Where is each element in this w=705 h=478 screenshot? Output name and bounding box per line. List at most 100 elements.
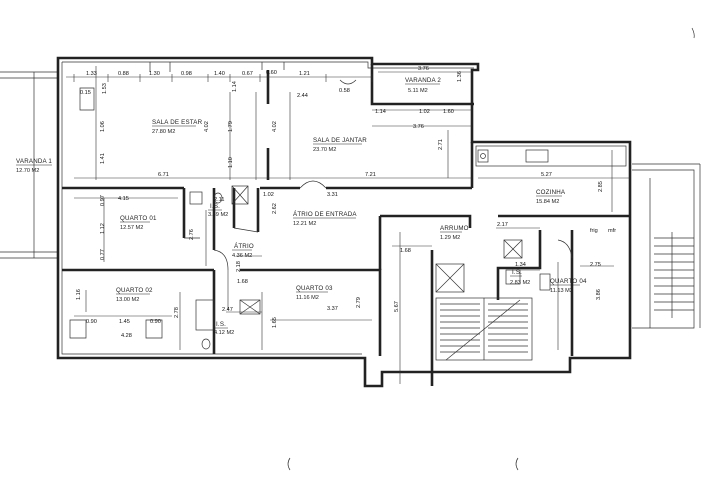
dim-1.68-a: 1.68 bbox=[400, 248, 411, 254]
dim-1.16: 1.16 bbox=[76, 289, 82, 300]
dim-1.60: 1.60 bbox=[443, 109, 454, 115]
quarto03-name: QUARTO 03 bbox=[296, 285, 333, 292]
dim-0.90-b: 0.90 bbox=[150, 319, 161, 325]
dim-5.27: 5.27 bbox=[541, 172, 552, 178]
dim-3.86: 3.86 bbox=[596, 289, 602, 300]
dim-1.36: 1.36 bbox=[457, 71, 463, 82]
varanda1-name: VARANDA 1 bbox=[16, 158, 52, 165]
dim-1.40: 1.40 bbox=[214, 71, 225, 77]
dim-2.78: 2.78 bbox=[174, 307, 180, 318]
dim-3.31: 3.31 bbox=[327, 192, 338, 198]
dim-2.76: 2.76 bbox=[189, 229, 195, 240]
dim-1.41: 1.41 bbox=[100, 153, 106, 164]
dim-2.11: 2.11 bbox=[214, 197, 224, 203]
atrio-area: 4.36 M2 bbox=[232, 253, 252, 259]
mfr-label: mfr bbox=[608, 228, 616, 234]
sala-estar-name: SALA DE ESTAR bbox=[152, 119, 203, 126]
dim-3.37: 3.37 bbox=[327, 306, 338, 312]
dim-4.15: 4.15 bbox=[118, 196, 129, 202]
dim-0.58: 0.58 bbox=[339, 88, 350, 94]
quarto02-area: 13.00 M2 bbox=[116, 297, 139, 303]
arrumo-name: ARRUMO bbox=[440, 225, 469, 232]
dim-0.88: 0.88 bbox=[118, 71, 129, 77]
dim-2.71: 2.71 bbox=[438, 139, 444, 150]
frig-label: frig bbox=[590, 228, 598, 234]
dim-1.68-b: 1.68 bbox=[237, 279, 248, 285]
exterior-stair bbox=[632, 163, 701, 329]
dim-0.90-a: 0.90 bbox=[86, 319, 97, 325]
is1-name: I.S. bbox=[210, 203, 220, 210]
dim-3.76-mid: 3.76 bbox=[413, 124, 424, 130]
dim-0.67: 0.67 bbox=[242, 71, 253, 77]
sala-jantar-area: 23.70 M2 bbox=[313, 147, 336, 153]
is2-name: I.S. bbox=[216, 321, 226, 328]
atrio-entrada-area: 12.21 M2 bbox=[293, 221, 316, 227]
dim-4.02-a: 4.02 bbox=[204, 121, 210, 132]
dim-2.79: 2.79 bbox=[356, 297, 362, 308]
bottom-mark-left bbox=[287, 457, 291, 471]
dim-0.98: 0.98 bbox=[181, 71, 192, 77]
dim-1.45: 1.45 bbox=[119, 319, 130, 325]
dim-1.14-b: 1.14 bbox=[375, 109, 386, 115]
atrio-name: ÁTRIO bbox=[234, 243, 254, 250]
dim-4.28: 4.28 bbox=[121, 333, 132, 339]
kitchen-counter bbox=[475, 145, 627, 167]
dim-1.65: 1.65 bbox=[272, 317, 278, 328]
dim-1.02-a: 1.02 bbox=[419, 109, 430, 115]
openings bbox=[69, 62, 573, 339]
atrio-entrada-name: ÁTRIO DE ENTRADA bbox=[293, 211, 357, 218]
dim-5.67: 5.67 bbox=[394, 301, 400, 312]
arrumo-area: 1.29 M2 bbox=[440, 235, 460, 241]
room-labels: VARANDA 1 12.70 M2 VARANDA 2 5.11 M2 SAL… bbox=[16, 77, 616, 336]
sala-jantar-name: SALA DE JANTAR bbox=[313, 137, 367, 144]
dim-1.02-b: 1.02 bbox=[263, 192, 274, 198]
dim-1.14-a: 1.14 bbox=[232, 81, 238, 92]
dim-2.17: 2.17 bbox=[497, 222, 508, 228]
varanda2-name: VARANDA 2 bbox=[405, 77, 441, 84]
quarto01-area: 12.57 M2 bbox=[120, 225, 143, 231]
quarto04-area: 11.13 M2 bbox=[550, 288, 573, 294]
bottom-mark-right bbox=[515, 457, 519, 471]
dim-2.44: 2.44 bbox=[297, 93, 308, 99]
dim-1.12: 1.12 bbox=[100, 223, 106, 234]
cozinha-area: 15.84 M2 bbox=[536, 199, 559, 205]
shafts bbox=[231, 185, 523, 315]
dim-2.62: 2.62 bbox=[272, 203, 278, 214]
sala-estar-area: 27.80 M2 bbox=[152, 129, 175, 135]
dim-0.97: 0.97 bbox=[100, 195, 106, 206]
is1-area: 3.39 M2 bbox=[208, 212, 228, 218]
bathroom-fixtures bbox=[189, 191, 551, 350]
dim-0.77: 0.77 bbox=[100, 249, 106, 260]
dim-2.85: 2.85 bbox=[598, 181, 604, 192]
is3-name: I.S. bbox=[512, 269, 522, 276]
is3-area: 2.83 M2 bbox=[510, 280, 530, 286]
dim-1.06: 1.06 bbox=[100, 121, 106, 132]
quarto01-name: QUARTO 01 bbox=[120, 215, 157, 222]
dim-1.10: 1.10 bbox=[228, 157, 234, 168]
dim-6.71: 6.71 bbox=[158, 172, 169, 178]
dim-1.21: 1.21 bbox=[299, 71, 310, 77]
dim-4.02-b: 4.02 bbox=[272, 121, 278, 132]
dim-2.47: 2.47 bbox=[222, 307, 233, 313]
varanda1-area: 12.70 M2 bbox=[16, 168, 39, 174]
dim-1.34: 1.34 bbox=[515, 262, 526, 268]
cozinha-name: COZINHA bbox=[536, 189, 566, 196]
quarto03-area: 11.16 M2 bbox=[296, 295, 319, 301]
varanda2-area: 5.11 M2 bbox=[408, 88, 428, 94]
dim-1.79: 1.79 bbox=[228, 121, 234, 132]
stairwell bbox=[435, 263, 533, 361]
dim-1.53: 1.53 bbox=[102, 83, 108, 94]
quarto02-name: QUARTO 02 bbox=[116, 287, 153, 294]
dim-0.60: 0.60 bbox=[266, 70, 277, 76]
corner-mark bbox=[691, 27, 695, 39]
dimension-lines bbox=[66, 66, 630, 384]
dimension-labels: 1.33 0.88 1.30 0.98 1.40 0.67 0.60 1.21 … bbox=[76, 66, 604, 339]
dim-2.75: 2.75 bbox=[590, 262, 601, 268]
dim-2.18: 2.18 bbox=[236, 261, 242, 272]
quarto04-name: QUARTO 04 bbox=[550, 278, 587, 285]
exterior-walls bbox=[56, 56, 632, 388]
dim-1.33: 1.33 bbox=[86, 71, 97, 77]
dim-3.76-top: 3.76 bbox=[418, 66, 429, 72]
dim-1.30: 1.30 bbox=[149, 71, 160, 77]
